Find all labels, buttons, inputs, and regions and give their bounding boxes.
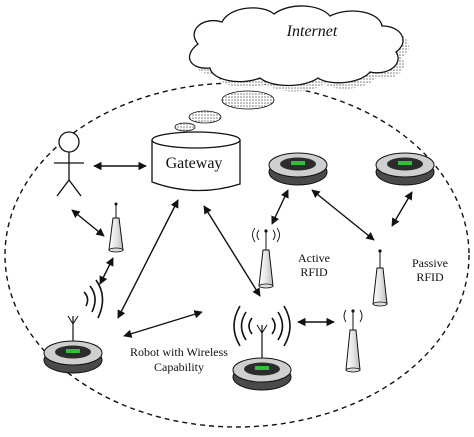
wireless-signal-icon xyxy=(233,305,291,347)
passive-rfid-label: Passive xyxy=(412,256,448,270)
robot-icon xyxy=(268,152,328,186)
active-rfid-tower-icon xyxy=(252,227,280,289)
robot-icon xyxy=(375,152,435,186)
gateway-label: Gateway xyxy=(166,155,223,172)
gateway-wireless-robot-link xyxy=(203,205,261,297)
robot-wireless-label: Robot with Wireless xyxy=(130,345,228,359)
rfid-tag-icon xyxy=(108,202,124,253)
internet-cloud: Internet xyxy=(188,5,410,92)
wireless-robots-link xyxy=(123,310,203,338)
active-rfid-label: Active xyxy=(298,251,330,265)
robot2-passive-rfid-link xyxy=(391,191,413,227)
robot-gateway-link xyxy=(117,199,179,319)
gateway-node: Gateway xyxy=(151,131,241,192)
connection-arrows xyxy=(71,161,413,338)
robot-passive-rfid-link xyxy=(311,189,375,241)
robot-wireless-label-2: Capability xyxy=(154,360,204,374)
user-icon xyxy=(54,131,84,197)
internet-label: Internet xyxy=(286,23,338,40)
passive-rfid-tower-icon xyxy=(372,249,388,307)
wireless-robot-icon xyxy=(43,315,103,374)
rfid-robot-link xyxy=(99,257,114,285)
wireless-robot-icon xyxy=(232,324,292,391)
passive-rfid-label-2: RFID xyxy=(416,270,444,284)
rfid-tower-icon xyxy=(343,309,363,373)
robot-active-rfid-link xyxy=(271,189,289,225)
wireless-signal-icon xyxy=(83,279,104,319)
cloud-puffs xyxy=(174,90,275,132)
active-rfid-label-2: RFID xyxy=(300,265,328,279)
user-rfid-link xyxy=(71,209,105,237)
